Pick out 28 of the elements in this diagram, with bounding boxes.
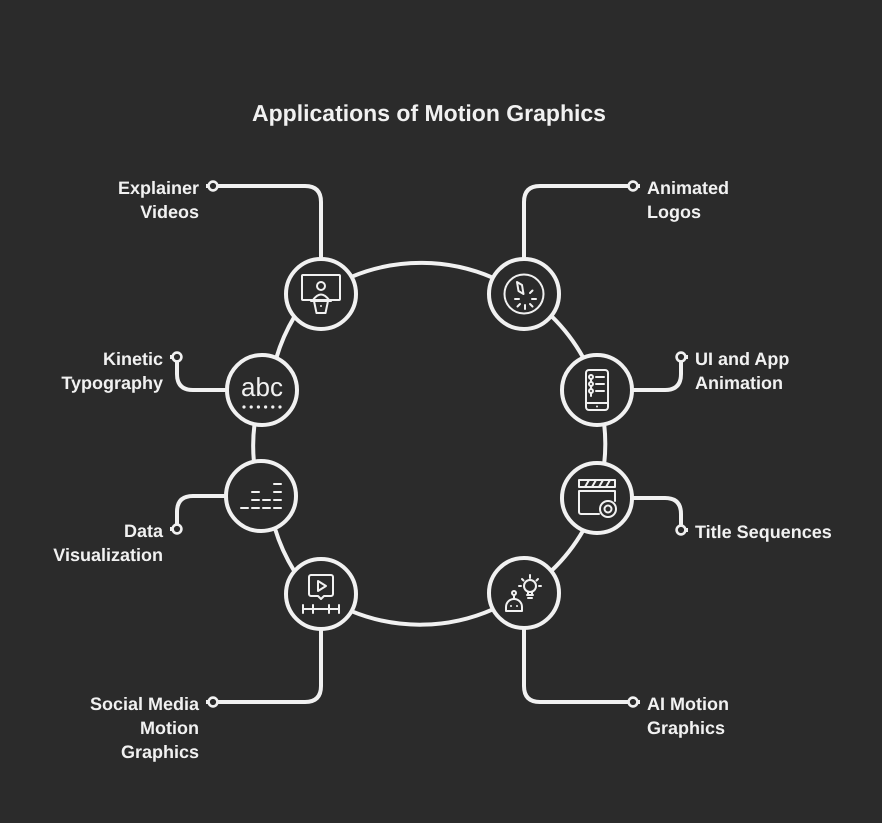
icon-circle xyxy=(284,557,358,631)
icon-circle xyxy=(284,257,358,331)
leader-line xyxy=(170,494,226,535)
ring-arc xyxy=(272,527,296,572)
item-label: Animated Logos xyxy=(640,176,747,224)
item-label: UI and App Animation xyxy=(688,347,810,395)
item-label: Kinetic Typography xyxy=(51,347,170,395)
ring-arc xyxy=(550,529,585,572)
ring-arc xyxy=(274,316,296,359)
leader-line xyxy=(632,496,688,536)
item-label: Data Visualization xyxy=(41,519,170,567)
leader-line xyxy=(170,351,227,392)
leader-line xyxy=(522,628,640,708)
ring-arc xyxy=(350,607,494,627)
leader-line xyxy=(206,629,323,708)
ring-arc xyxy=(251,424,256,462)
sample-text: abc xyxy=(241,374,283,400)
leader-line xyxy=(522,180,640,259)
item-label: Title Sequences xyxy=(688,520,865,544)
item-label: Social Media Motion Graphics xyxy=(79,692,206,764)
ring-arc xyxy=(602,424,608,464)
ring-arc xyxy=(350,261,494,280)
item-label: AI Motion Graphics xyxy=(640,692,747,740)
leader-line xyxy=(632,351,688,392)
ring-arc xyxy=(550,314,586,359)
leader-line xyxy=(206,180,323,259)
diagram-title: Applications of Motion Graphics xyxy=(252,99,606,128)
item-label: Explainer Videos xyxy=(99,176,206,224)
